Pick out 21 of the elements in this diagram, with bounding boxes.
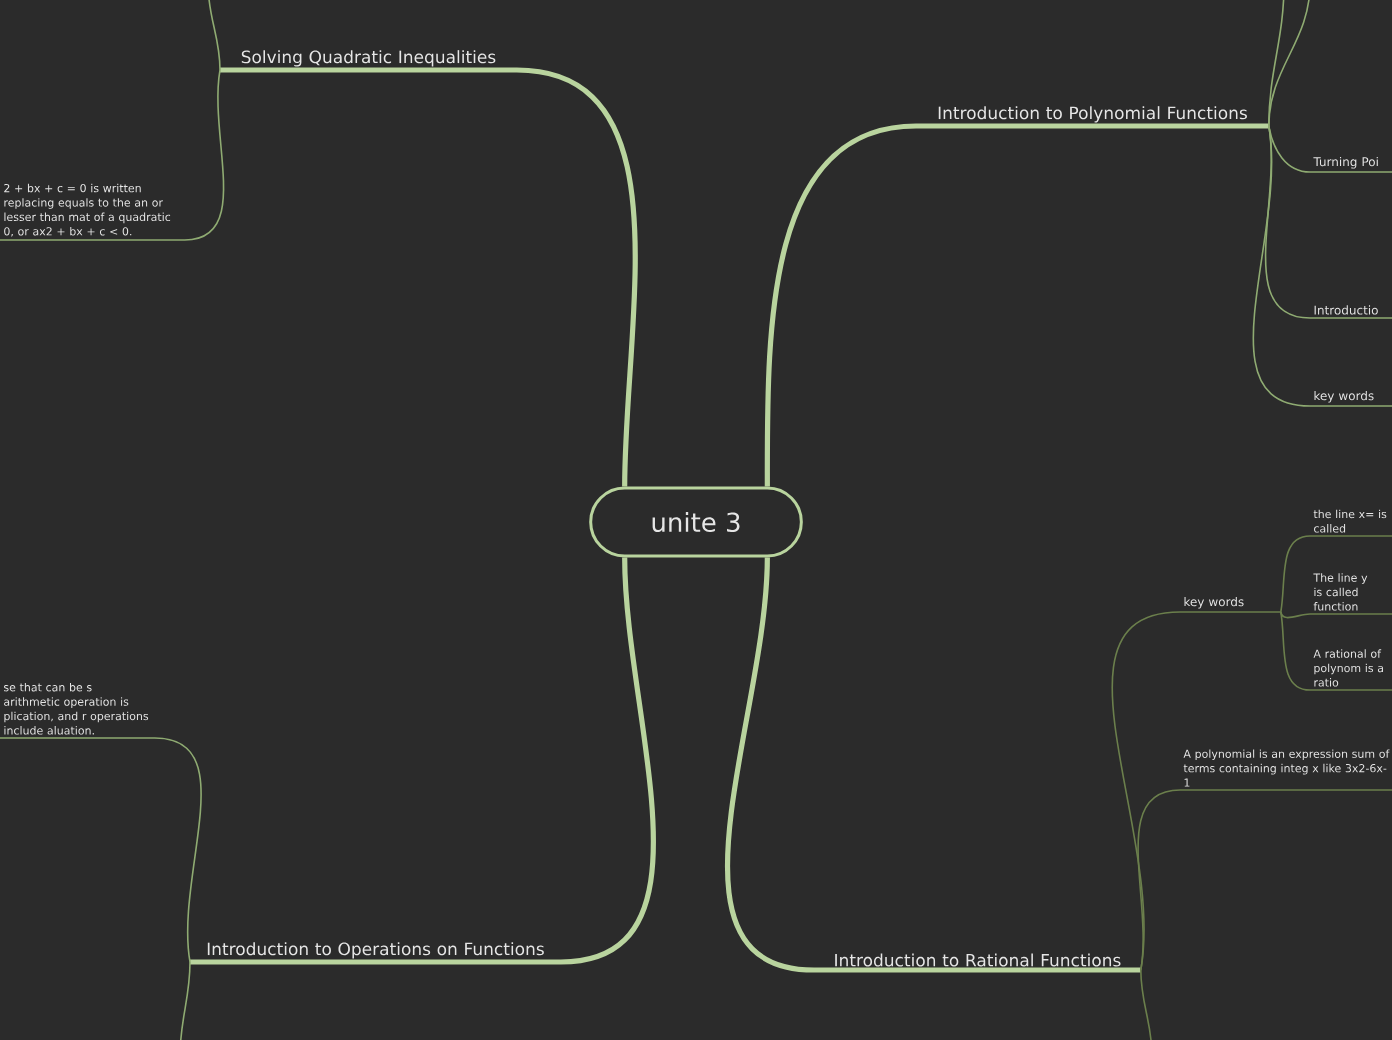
branch-line	[1137, 789, 1392, 971]
central-topic-box: unite 3	[589, 486, 803, 558]
branch-line	[220, 67, 638, 487]
branch-line	[1280, 611, 1392, 619]
topic-label: Introduction to Rational Functions	[835, 953, 1121, 967]
branch-line	[1268, 125, 1392, 173]
branch-line	[0, 69, 225, 241]
branch-line	[724, 557, 1141, 973]
branch-line	[1280, 611, 1392, 691]
topic-label: Solving Quadratic Inequalities	[241, 50, 496, 67]
branch-line	[0, 737, 202, 963]
topic-label: Introduction to Polynomial Functions	[938, 106, 1247, 123]
branch-line	[179, 961, 191, 1040]
branch-line	[207, 0, 221, 71]
branch-line	[190, 557, 656, 965]
branch-line	[1252, 125, 1392, 407]
topic-label: Introduction to Operations on Functions	[207, 942, 544, 959]
branch-line	[1140, 969, 1153, 1040]
branch-line	[1280, 535, 1392, 613]
branch-line	[764, 123, 1269, 487]
branch-line	[1268, 0, 1311, 127]
